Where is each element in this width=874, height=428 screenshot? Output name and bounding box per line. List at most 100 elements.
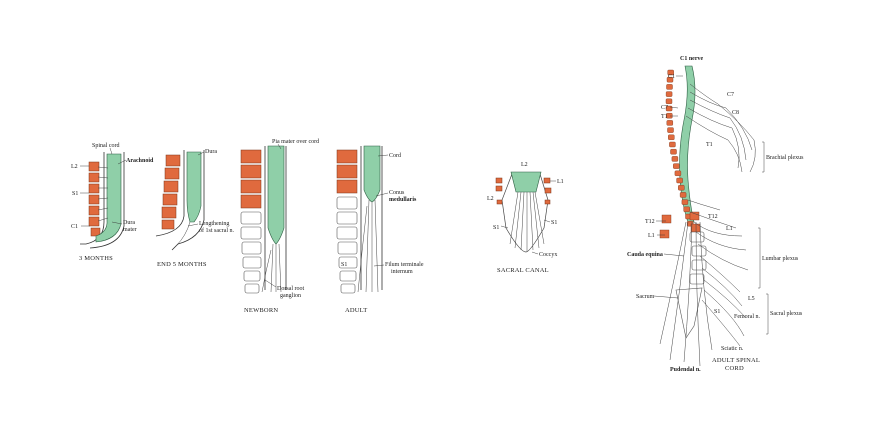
label-sacrum: Sacrum	[636, 294, 655, 300]
vertebra	[163, 180, 179, 193]
label-l2-top: L2	[521, 162, 528, 168]
label-l1-right: L1	[726, 226, 733, 232]
panel-sacral-canal: L2 L1 L2 S1 S1 Coccyx SACRAL CANAL	[487, 162, 564, 274]
caption-adult: ADULT	[345, 307, 367, 314]
vertebra	[661, 214, 672, 224]
vertebra	[88, 161, 100, 172]
vertebra	[339, 270, 357, 282]
nerve-roots	[509, 191, 545, 252]
label-c1: C1	[71, 224, 78, 230]
vertebra-column	[240, 149, 262, 294]
vertebra	[336, 164, 358, 179]
label-c8: C8	[732, 110, 739, 116]
label-l2-left: L2	[487, 196, 494, 202]
vertebra	[691, 245, 707, 257]
label-dura: Dura	[205, 149, 217, 155]
label-l1-left: L1	[648, 233, 655, 239]
spinal-cord-shape	[186, 151, 202, 223]
vertebra	[240, 211, 262, 225]
panel-adult-spinal-cord: C1 nerve C1 C7 C8 C7 T1 T1 Brachial plex…	[627, 56, 804, 373]
spinal-cord-shape	[679, 65, 696, 223]
vertebra	[543, 177, 551, 184]
vertebra	[665, 98, 673, 105]
vertebra	[673, 163, 680, 169]
label-sacral-plexus: Sacral plexus	[770, 311, 803, 317]
label-pudendal: Pudendal n.	[670, 367, 701, 373]
label-l5: L5	[748, 296, 755, 302]
vertebra	[336, 211, 358, 225]
vertebra	[671, 156, 679, 162]
caption-cord: CORD	[725, 365, 744, 372]
vertebra	[666, 76, 674, 83]
label-c1-nerve: C1 nerve	[680, 56, 703, 62]
vertebra-column	[88, 161, 101, 237]
vertebra	[240, 179, 262, 194]
sacrum-outline	[501, 173, 549, 253]
panel-3-months: Spinal cord Arachnoid L2 S1 C1 Dura mate…	[71, 143, 154, 262]
vertebra	[691, 259, 707, 271]
dura-outline	[155, 150, 185, 237]
vertebra-column	[336, 149, 358, 294]
label-cauda-equina: Cauda equina	[627, 252, 663, 258]
vertebra	[689, 231, 705, 243]
caption-end-5-months: END 5 MONTHS	[157, 261, 207, 268]
label-t1-right: T1	[706, 142, 713, 148]
label-arachnoid: Arachnoid	[126, 158, 154, 164]
vertebra	[242, 256, 262, 269]
vertebra	[165, 154, 181, 167]
vertebra	[336, 179, 358, 194]
label-s1-right: S1	[551, 220, 557, 226]
vertebra	[544, 199, 551, 205]
vertebra	[161, 206, 177, 219]
label-s1-left: S1	[493, 225, 499, 231]
label-coccyx: Coccyx	[539, 252, 557, 258]
label-l1-right: L1	[557, 179, 564, 185]
label-filum-1: Filum terminale	[385, 262, 424, 268]
vertebra	[336, 226, 358, 240]
vertebra	[338, 256, 358, 269]
vertebra	[88, 194, 100, 205]
label-lumbar-plexus: Lumbar plexus	[762, 256, 799, 262]
vertebra-column	[659, 69, 701, 239]
vertebra	[336, 196, 358, 210]
caption-sacral-canal: SACRAL CANAL	[497, 267, 549, 274]
nerve-roots	[175, 221, 191, 247]
vertebra	[544, 187, 552, 194]
vertebra	[337, 241, 358, 255]
label-spinal-cord: Spinal cord	[92, 143, 120, 149]
vertebra	[88, 216, 100, 227]
label-sciatic: Sciatic n.	[721, 346, 744, 352]
label-dorsal-root-1: Dorsal root	[277, 286, 304, 292]
vertebra	[496, 199, 503, 205]
label-dorsal-root-2: ganglion	[280, 293, 301, 299]
spinal-cord-shape	[510, 171, 542, 193]
caption-newborn: NEWBORN	[244, 307, 278, 314]
vertebra	[90, 227, 101, 237]
vertebra	[676, 177, 683, 184]
vertebra	[679, 192, 687, 198]
vertebra	[340, 283, 356, 294]
vertebra	[666, 112, 673, 119]
vertebra	[665, 91, 673, 97]
label-cord: Cord	[389, 153, 401, 159]
label-dura-mater-2: mater	[123, 227, 137, 233]
label-t12-left: T12	[645, 219, 655, 225]
label-s1: S1	[72, 191, 78, 197]
vertebra	[678, 184, 685, 191]
label-c7-left: C7	[661, 105, 668, 111]
vertebra	[241, 241, 262, 255]
vertebra	[240, 149, 262, 164]
vertebra	[240, 226, 262, 240]
vertebra	[164, 167, 180, 180]
vertebra	[336, 149, 358, 164]
label-s1: S1	[714, 309, 720, 315]
vertebra	[666, 84, 673, 90]
sacrum-outline	[675, 287, 703, 339]
vertebra	[162, 193, 178, 206]
vertebra	[689, 211, 700, 221]
vertebra	[674, 170, 682, 177]
label-t12-right: T12	[708, 214, 718, 220]
vertebra	[244, 283, 260, 294]
label-conus-2: medullaris	[389, 197, 417, 203]
